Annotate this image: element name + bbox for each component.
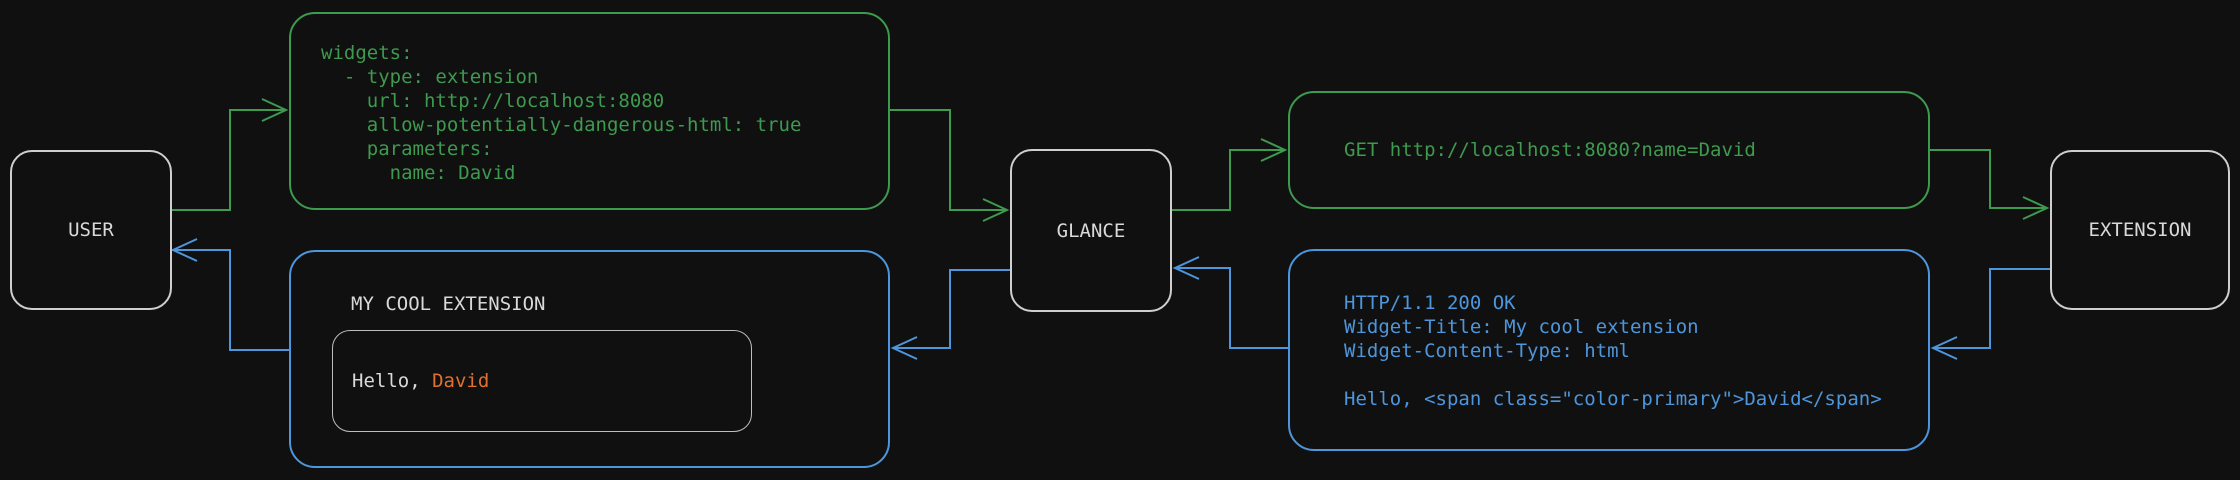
glance-node: GLANCE bbox=[1010, 149, 1172, 312]
response-code: HTTP/1.1 200 OK Widget-Title: My cool ex… bbox=[1344, 292, 1882, 410]
arrow-user-to-config bbox=[172, 98, 289, 211]
extension-node-label: EXTENSION bbox=[2088, 219, 2192, 241]
greeting-name: David bbox=[432, 370, 490, 392]
user-node: USER bbox=[10, 150, 172, 310]
arrow-response-to-glance bbox=[1172, 256, 1288, 349]
arrow-request-to-extension bbox=[1930, 149, 2050, 220]
arrow-extension-to-response bbox=[1930, 268, 2050, 360]
arrow-glance-to-widget bbox=[890, 269, 1010, 360]
arrow-widget-to-user bbox=[170, 238, 289, 351]
greeting-prefix: Hello, bbox=[352, 370, 433, 392]
user-node-label: USER bbox=[68, 219, 114, 241]
arrow-glance-to-request bbox=[1172, 138, 1288, 211]
config-yaml-code: widgets: - type: extension url: http://l… bbox=[321, 42, 802, 184]
request-text: GET http://localhost:8080?name=David bbox=[1344, 139, 1756, 161]
widget-greeting-box: Hello, David bbox=[332, 330, 752, 432]
extension-node: EXTENSION bbox=[2050, 150, 2230, 310]
config-box: widgets: - type: extension url: http://l… bbox=[289, 12, 890, 210]
widget-preview-box: MY COOL EXTENSION Hello, David bbox=[289, 250, 890, 468]
arrow-config-to-glance bbox=[890, 109, 1010, 222]
glance-node-label: GLANCE bbox=[1056, 219, 1126, 242]
request-box: GET http://localhost:8080?name=David bbox=[1288, 91, 1930, 209]
response-box: HTTP/1.1 200 OK Widget-Title: My cool ex… bbox=[1288, 249, 1930, 451]
widget-title: MY COOL EXTENSION bbox=[351, 293, 546, 315]
